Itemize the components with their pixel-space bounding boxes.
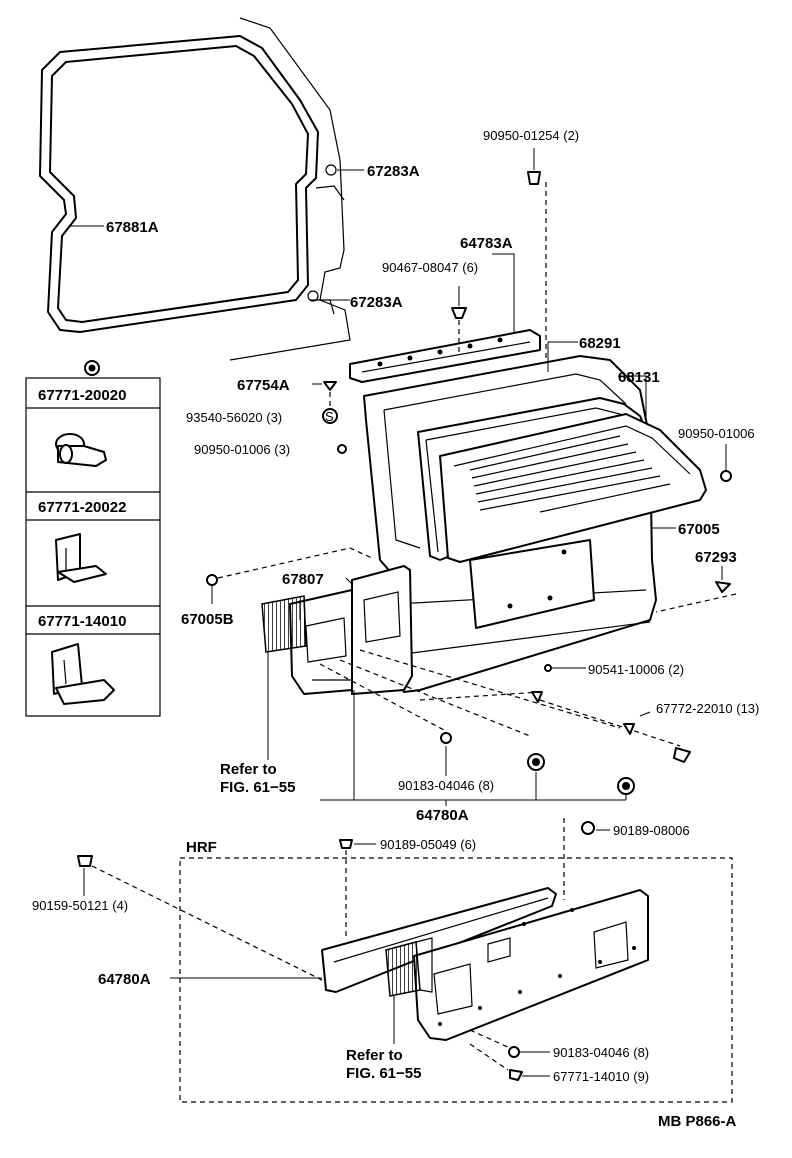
- circle-s-text: S: [325, 409, 334, 424]
- label-refer-top-2: FIG. 61−55: [220, 779, 295, 796]
- clip-67005b-icon[interactable]: [206, 574, 218, 586]
- label-stopper: 67754A: [237, 377, 290, 394]
- label-clip-67771-bot: 67771-14010 (9): [553, 1069, 649, 1084]
- label-refer-top-1: Refer to: [220, 761, 277, 778]
- label-weatherstrip: 67881A: [106, 219, 159, 236]
- screw-90189-icon[interactable]: [339, 839, 353, 849]
- hrf-section: [77, 818, 733, 1103]
- label-screw-garnish: 90467-08047 (6): [382, 260, 478, 275]
- body-opening-edge: [229, 17, 351, 361]
- legend-box: [25, 360, 161, 717]
- label-hinge-upper: 67283A: [367, 163, 420, 180]
- label-refer-bot-1: Refer to: [346, 1047, 403, 1064]
- right-fasteners: [655, 444, 737, 613]
- label-door-panel: 67005: [678, 521, 720, 538]
- rail-strip[interactable]: [321, 887, 557, 993]
- stopper-icon[interactable]: [323, 381, 337, 391]
- garnish-screw-icon[interactable]: [451, 307, 467, 319]
- left-fasteners: [312, 381, 347, 454]
- weatherstrip-outer[interactable]: [39, 35, 319, 333]
- label-seal-glass: 68291: [579, 335, 621, 352]
- clip-90183-bot-icon[interactable]: [508, 1046, 520, 1058]
- label-clip-67772: 67772-22010 (13): [656, 701, 759, 716]
- label-clip-90183-top: 90183-04046 (8): [398, 778, 494, 793]
- label-screw-90189: 90189-05049 (6): [380, 837, 476, 852]
- bolt-top-icon[interactable]: [527, 171, 541, 185]
- hrf-box: [179, 857, 733, 1103]
- bolt-right-icon[interactable]: [720, 470, 732, 482]
- clip-14010-icon: [51, 643, 115, 705]
- label-bolt-top: 90950-01254 (2): [483, 128, 579, 143]
- clip-67772-icon-b[interactable]: [623, 723, 635, 735]
- label-board-top: 64780A: [416, 807, 469, 824]
- label-cover: 67807: [282, 571, 324, 588]
- label-clip-90183-bot: 90183-04046 (8): [553, 1045, 649, 1060]
- label-hrf: HRF: [186, 839, 217, 856]
- footer-code: MB P866-A: [658, 1113, 737, 1130]
- hinge-lower-hole: [307, 290, 319, 302]
- label-garnish: 64783A: [460, 235, 513, 252]
- license-recess: [469, 539, 595, 629]
- cover-and-board: [206, 547, 691, 806]
- hinge-upper-hole: [325, 164, 337, 176]
- label-hinge-lower: 67283A: [350, 294, 403, 311]
- legend-label-2: 67771-20022: [38, 499, 126, 516]
- label-clip-67005b: 67005B: [181, 611, 234, 628]
- label-board-bottom: 64780A: [98, 971, 151, 988]
- clip-67772-icon-c[interactable]: [673, 747, 691, 763]
- back-door-group: [363, 341, 707, 693]
- bolt-90950-3-icon[interactable]: [337, 444, 347, 454]
- label-nut-90189-08006: 90189-08006: [613, 823, 690, 838]
- label-glass: 68131: [618, 369, 660, 386]
- label-refer-bot-2: FIG. 61−55: [346, 1065, 421, 1082]
- label-bolt-right: 90950-01006: [678, 426, 755, 441]
- label-cushion: 67293: [695, 549, 737, 566]
- garnish-strip[interactable]: [349, 329, 541, 383]
- legend-label-3: 67771-14010: [38, 613, 126, 630]
- trim-board-bottom[interactable]: [413, 889, 649, 1041]
- clip-67772-icon-a[interactable]: [531, 691, 543, 703]
- clip-20022-icon: [55, 533, 107, 583]
- weatherstrip-group: [39, 17, 364, 361]
- screw-90159-icon[interactable]: [77, 855, 93, 867]
- weatherstrip-inner: [49, 45, 309, 323]
- clip-20020-icon: [55, 433, 107, 467]
- nut-90189-08006-icon[interactable]: [581, 821, 595, 835]
- legend-label-1: 67771-20020: [38, 387, 126, 404]
- grille-panel-bottom: [385, 941, 421, 997]
- nut-s-icon[interactable]: [322, 408, 338, 424]
- label-bolt-90950-3: 90950-01006 (3): [194, 442, 290, 457]
- clip-90183-top-icon[interactable]: [440, 732, 452, 744]
- clip-67771-bot-icon[interactable]: [509, 1069, 523, 1081]
- back-glass-68131[interactable]: [439, 413, 707, 563]
- label-bolt-90541: 90541-10006 (2): [588, 662, 684, 677]
- label-nut-93540: 93540-56020 (3): [186, 410, 282, 425]
- cushion-67293-icon[interactable]: [715, 581, 731, 593]
- garnish-group: [349, 148, 547, 383]
- cover-67807[interactable]: [351, 565, 413, 695]
- body-opening-edge-inner: [310, 185, 345, 315]
- label-screw-90159: 90159-50121 (4): [32, 898, 128, 913]
